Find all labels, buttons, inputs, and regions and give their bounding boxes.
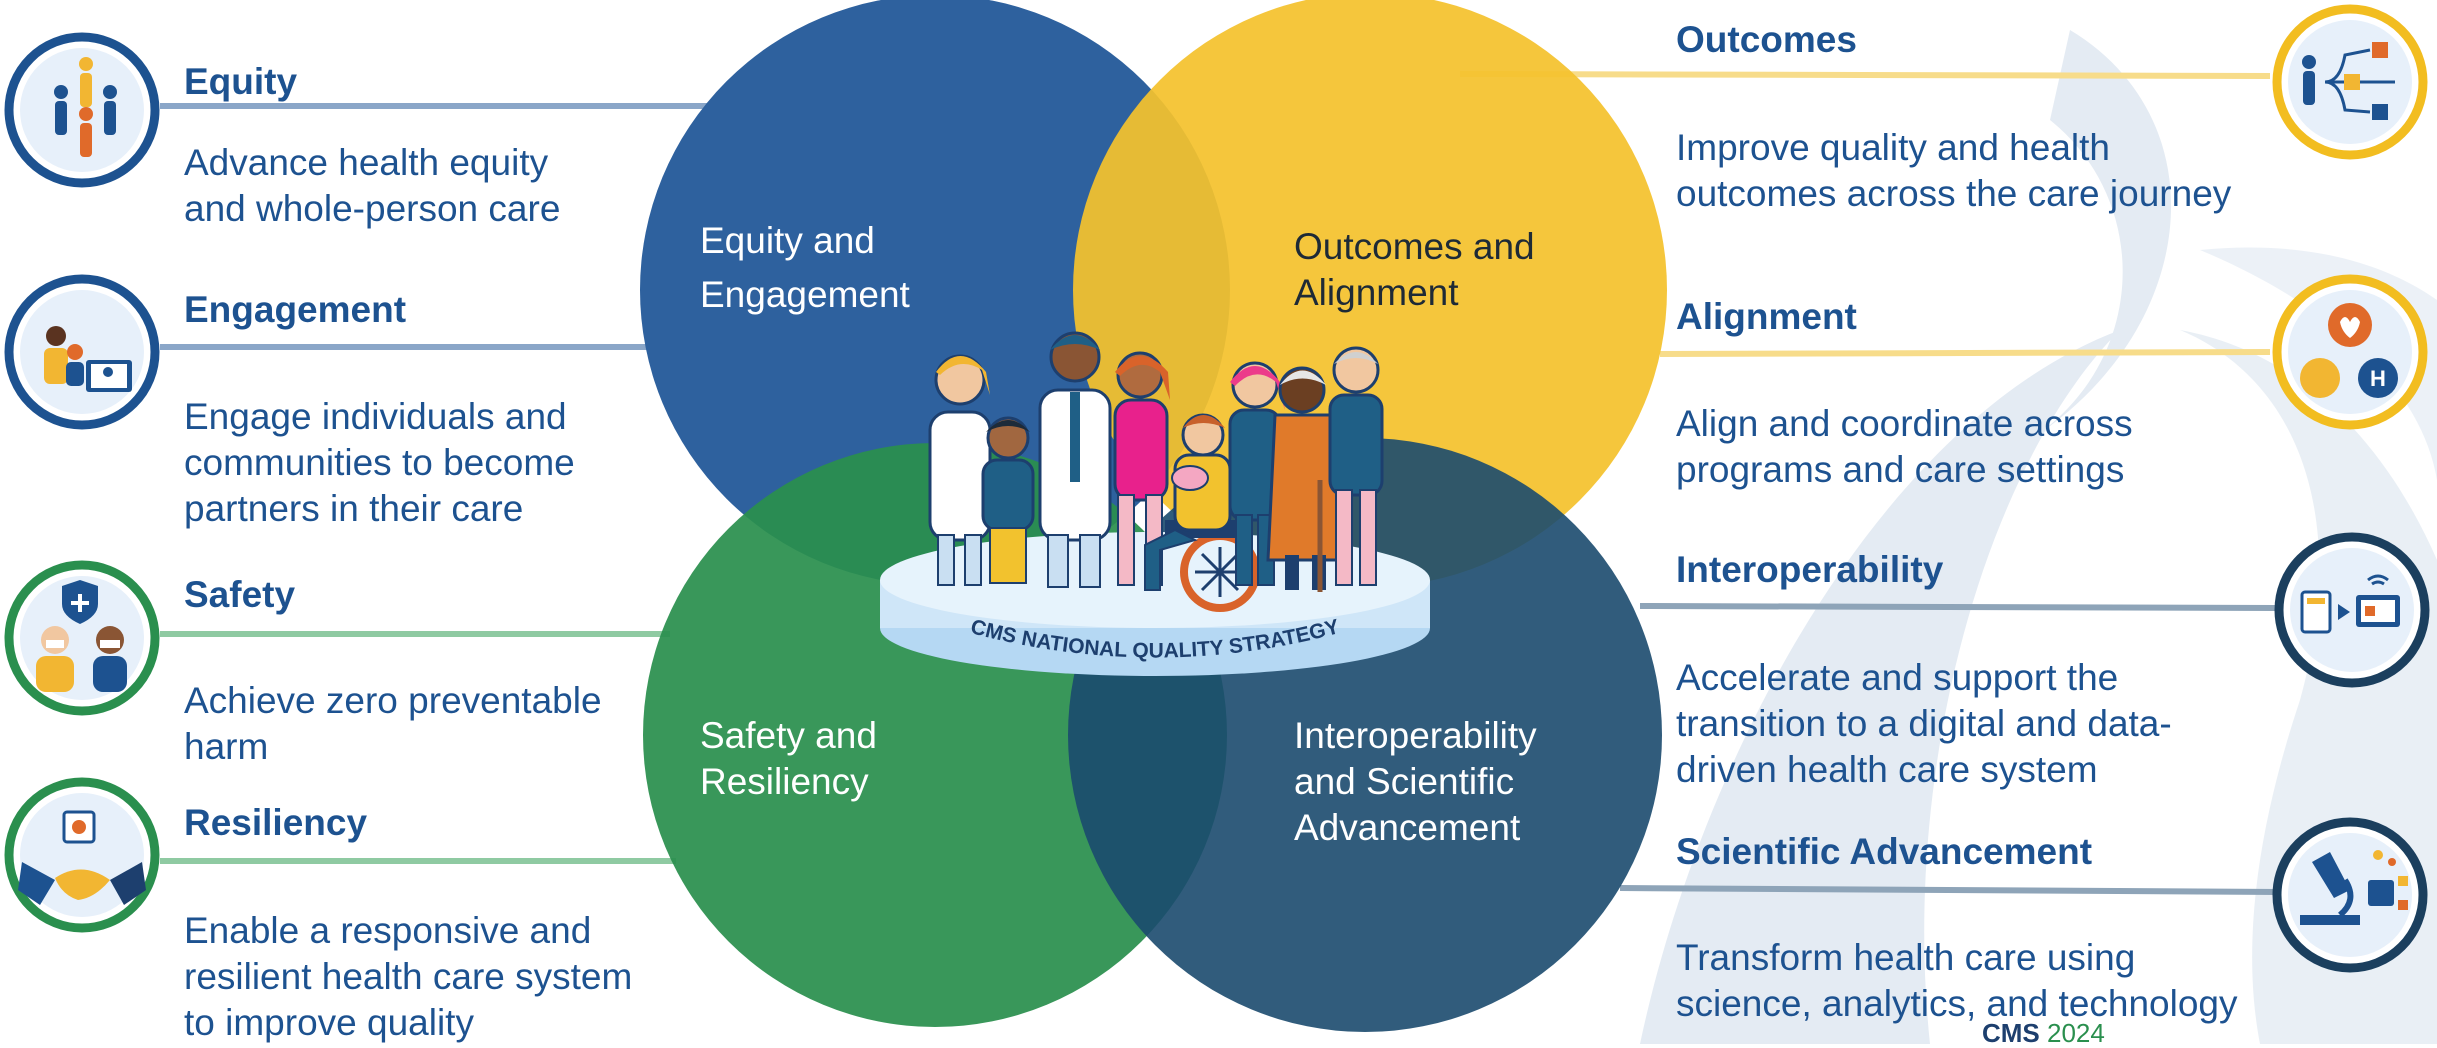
wheelchair-figure bbox=[1144, 413, 1260, 612]
outcomes-description: Improve quality and health outcomes acro… bbox=[1676, 127, 2232, 214]
resiliency-title: Resiliency bbox=[184, 802, 368, 843]
nurse-figure bbox=[1228, 361, 1285, 586]
engagement-description: Engage individuals and communities to be… bbox=[184, 396, 575, 529]
elder-woman-figure bbox=[1266, 366, 1347, 592]
label-outcomes-alignment: Outcomes and Alignment bbox=[1294, 226, 1535, 313]
engagement-title: Engagement bbox=[184, 289, 407, 330]
label-safety-resiliency: Safety and Resiliency bbox=[700, 715, 877, 802]
interop-connector bbox=[1639, 603, 2276, 611]
interoperability-title: Interoperability bbox=[1676, 549, 1944, 590]
cms-brand: CMS bbox=[1982, 1018, 2040, 1048]
people-icon bbox=[4, 32, 160, 188]
resiliency-description: Enable a responsive and resilient health… bbox=[184, 910, 633, 1043]
handshake-icon bbox=[4, 777, 160, 933]
woman-pink-figure bbox=[1113, 351, 1170, 586]
equity-description: Advance health equity and whole-person c… bbox=[184, 142, 561, 229]
equity-title: Equity bbox=[184, 61, 298, 102]
heart-hospital-icon: H bbox=[2272, 274, 2428, 430]
science-connector bbox=[1619, 885, 2281, 895]
alignment-title: Alignment bbox=[1676, 296, 1857, 337]
doctor-figure-2 bbox=[1038, 331, 1112, 588]
alignment-connector bbox=[1659, 349, 2271, 357]
label-equity-engagement: Equity and Engagement bbox=[700, 220, 910, 315]
devices-wifi-icon bbox=[2274, 532, 2430, 688]
cms-year: 2024 bbox=[2047, 1018, 2105, 1048]
cms-footer-logo: CMS 2024 bbox=[1982, 1020, 2105, 1046]
label-interop-science: Interoperability and Scientific Advancem… bbox=[1294, 715, 1537, 848]
child-figure-1 bbox=[981, 416, 1035, 584]
svg-text:H: H bbox=[2370, 366, 2386, 391]
microscope-icon bbox=[2272, 817, 2428, 973]
outcomes-connector bbox=[1459, 71, 2271, 79]
telehealth-icon bbox=[4, 274, 160, 430]
interoperability-description: Accelerate and support the transition to… bbox=[1676, 657, 2172, 790]
scientific-advancement-description: Transform health care using science, ana… bbox=[1676, 937, 2238, 1024]
safety-description: Achieve zero preventable harm bbox=[184, 680, 602, 767]
alignment-description: Align and coordinate across programs and… bbox=[1676, 403, 2133, 490]
care-pathway-icon bbox=[2272, 4, 2428, 160]
outcomes-title: Outcomes bbox=[1676, 19, 1857, 60]
scientific-advancement-title: Scientific Advancement bbox=[1676, 831, 2093, 872]
safety-title: Safety bbox=[184, 574, 296, 615]
elder-man-figure bbox=[1328, 346, 1384, 586]
masked-workers-icon bbox=[4, 560, 160, 716]
